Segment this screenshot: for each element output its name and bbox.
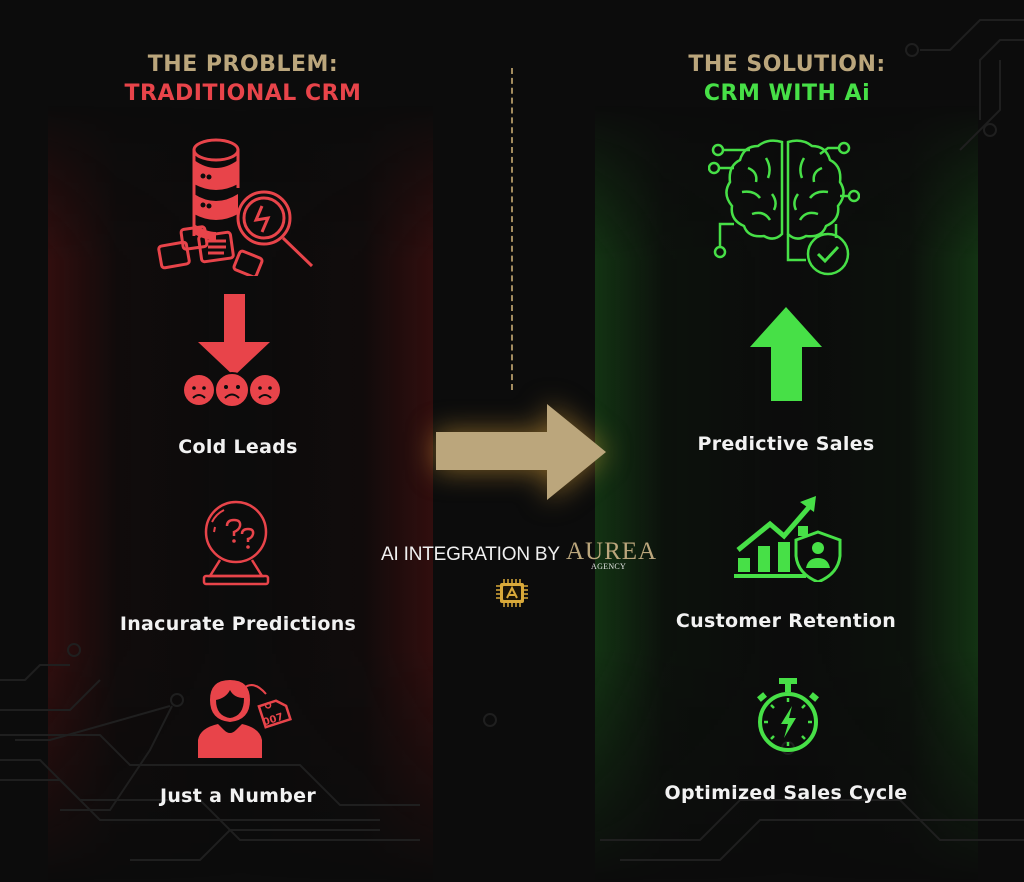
predictive-sales-label: Predictive Sales <box>697 433 875 455</box>
solution-heading-subtitle: CRM WITH Ai <box>703 81 871 106</box>
down-arrow-sad-faces-icon <box>184 294 280 408</box>
crystal-ball-question-icon <box>202 500 270 586</box>
credit-text: AI INTEGRATION BY <box>381 544 560 565</box>
solution-column-glow <box>595 105 978 882</box>
optimized-sales-cycle-label: Optimized Sales Cycle <box>664 782 908 804</box>
solution-heading-title: THE SOLUTION: <box>688 52 886 77</box>
problem-heading-title: THE PROBLEM: <box>147 52 339 77</box>
brand-logo-text: AUREA <box>566 538 658 565</box>
solution-heading: THE SOLUTION: CRM WITH Ai <box>637 50 937 108</box>
just-a-number-label: Just a Number <box>159 785 317 807</box>
growth-chart-shield-user-icon <box>734 496 842 582</box>
stopwatch-lightning-icon <box>757 678 819 752</box>
customer-retention-label: Customer Retention <box>675 610 897 632</box>
up-arrow-icon <box>750 307 822 401</box>
brain-circuit-check-icon <box>708 139 860 276</box>
center-divider <box>511 68 513 390</box>
database-search-error-icon <box>157 138 314 276</box>
ai-integration-credit: AI INTEGRATION BY AUREA AGENCY <box>381 538 656 578</box>
cold-leads-label: Cold Leads <box>178 436 298 458</box>
problem-heading-subtitle: TRADITIONAL CRM <box>124 81 362 106</box>
ai-chip-logo-icon <box>496 579 528 607</box>
problem-heading: THE PROBLEM: TRADITIONAL CRM <box>88 50 398 108</box>
inaccurate-predictions-label: Inacurate Predictions <box>119 613 357 635</box>
person-number-tag-icon: 007 <box>198 680 292 758</box>
brand-subtitle: AGENCY <box>591 562 627 571</box>
transition-arrow-icon <box>436 404 606 500</box>
